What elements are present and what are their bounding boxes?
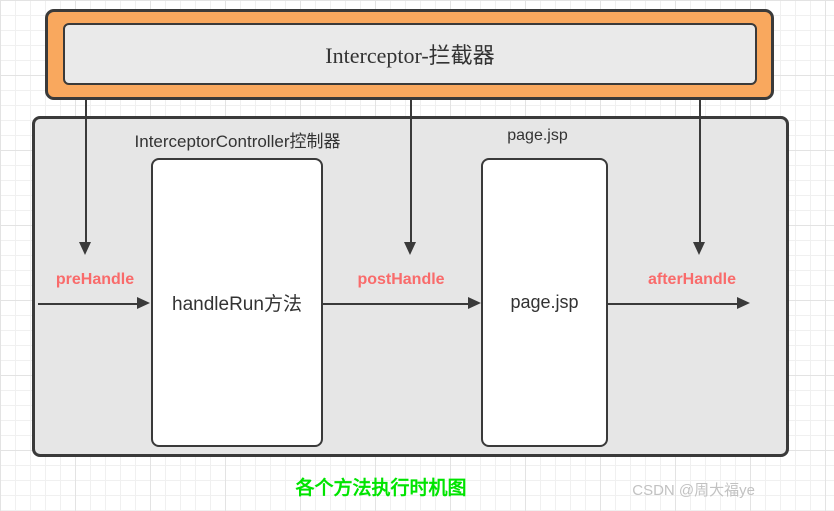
arrow-line [323, 303, 468, 305]
down-arrow-prehandle [79, 100, 92, 255]
right-arrowhead-icon [737, 297, 750, 309]
down-arrowhead-icon [404, 242, 416, 255]
handlerun-node: handleRun方法 [151, 158, 323, 447]
handlerun-node-label: handleRun方法 [172, 294, 302, 315]
prehandle-label: preHandle [55, 271, 135, 288]
arrow-line [608, 303, 737, 305]
arrow-line [410, 100, 412, 242]
pagejsp-node: page.jsp [481, 158, 608, 447]
diagram-caption: 各个方法执行时机图 [295, 478, 467, 499]
interceptor-title-box: Interceptor-拦截器 [63, 23, 757, 85]
down-arrowhead-icon [693, 242, 705, 255]
right-arrowhead-icon [468, 297, 481, 309]
down-arrow-posthandle [404, 100, 417, 255]
right-arrow-into-handlerun [38, 297, 150, 310]
right-arrow-out-of-pagejsp [608, 297, 750, 310]
arrow-line [38, 303, 137, 305]
right-arrowhead-icon [137, 297, 150, 309]
down-arrow-afterhandle [693, 100, 706, 255]
arrow-line [699, 100, 701, 242]
pagejsp-node-label: page.jsp [510, 292, 579, 312]
controller-group-label: InterceptorController控制器 [134, 132, 341, 151]
right-arrow-handlerun-to-pagejsp [323, 297, 481, 310]
down-arrowhead-icon [79, 242, 91, 255]
csdn-watermark: CSDN @周大福ye [632, 482, 755, 499]
interceptor-title: Interceptor-拦截器 [325, 43, 495, 68]
arrow-line [85, 100, 87, 242]
page-group-label: page.jsp [507, 127, 568, 144]
posthandle-label: postHandle [357, 271, 445, 288]
afterhandle-label: afterHandle [647, 271, 737, 288]
